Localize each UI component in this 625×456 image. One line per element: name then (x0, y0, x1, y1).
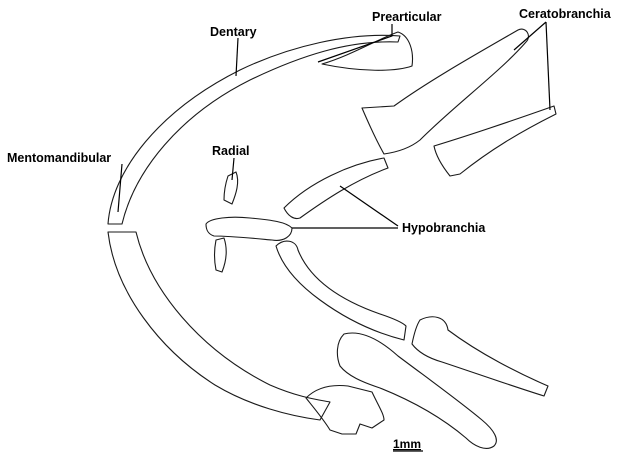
scale-bar-label: 1mm (393, 437, 421, 451)
hypobranchial-bone-upper (284, 158, 388, 219)
radial-bone-upper (224, 172, 238, 204)
lower-articular-bone (306, 386, 384, 435)
ceratobranchial-bone-2 (434, 106, 556, 176)
radial-leader (232, 158, 234, 180)
ceratobranchial-bone-1 (362, 29, 528, 154)
label-radial: Radial (212, 144, 250, 158)
mentomandibular-leader (118, 164, 122, 212)
label-mentomandibular: Mentomandibular (7, 151, 111, 165)
dentary-leader (236, 38, 238, 76)
label-prearticular: Prearticular (372, 10, 442, 24)
label-ceratobranchia: Ceratobranchia (519, 7, 612, 21)
ceratobranchia-leader-b (546, 22, 550, 110)
hypobranchial-bone-center (206, 217, 292, 240)
ceratobranchial-bone-4 (412, 317, 548, 396)
label-dentary: Dentary (210, 25, 257, 39)
hypobranchial-bone-lower (276, 241, 406, 340)
prearticular-leader (318, 24, 392, 62)
ceratobranchial-bone-3 (337, 333, 496, 448)
ceratobranchia-leader-a (514, 22, 546, 50)
upper-dentary-bone (108, 35, 400, 224)
lower-dentary-bone (108, 232, 330, 420)
label-hypobranchia: Hypobranchia (402, 221, 486, 235)
radial-bone-lower (215, 238, 227, 272)
hypobranchia-leader-a (340, 186, 398, 226)
